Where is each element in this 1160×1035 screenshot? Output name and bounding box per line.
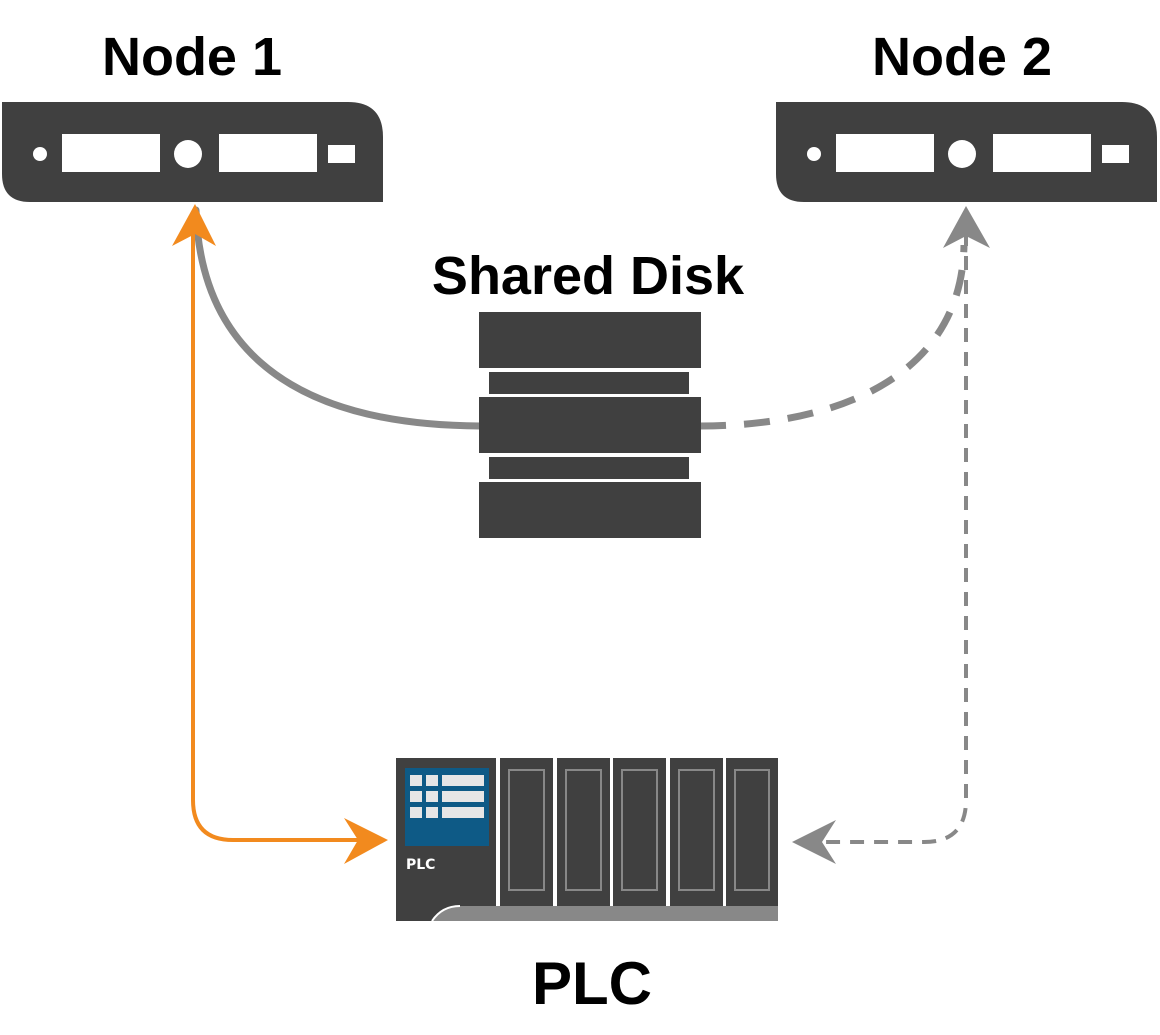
shared-disk-label: Shared Disk: [432, 246, 745, 306]
plc-orange-arrow-head: [344, 818, 388, 864]
node2-label: Node 2: [872, 27, 1052, 87]
plc-label: PLC: [532, 950, 652, 1017]
server-icon: [2, 102, 383, 202]
node2-plc-standby-link: [820, 232, 968, 844]
node1-label: Node 1: [102, 27, 282, 87]
node1-plc-active-link: [191, 228, 360, 842]
server-icon: [776, 102, 1157, 202]
plc-badge-text: PLC: [406, 857, 435, 873]
disk-node2-connection: [699, 244, 968, 430]
node1-disk-connection: [192, 206, 484, 430]
plc-gray-arrow-head: [792, 820, 836, 864]
plc-din-rail: [432, 906, 778, 921]
node1-arrow-head: [172, 204, 216, 246]
node2-arrow-head: [943, 206, 990, 248]
plc-rack-icon: PLC: [396, 758, 778, 922]
disk-stack-icon: [479, 312, 701, 538]
